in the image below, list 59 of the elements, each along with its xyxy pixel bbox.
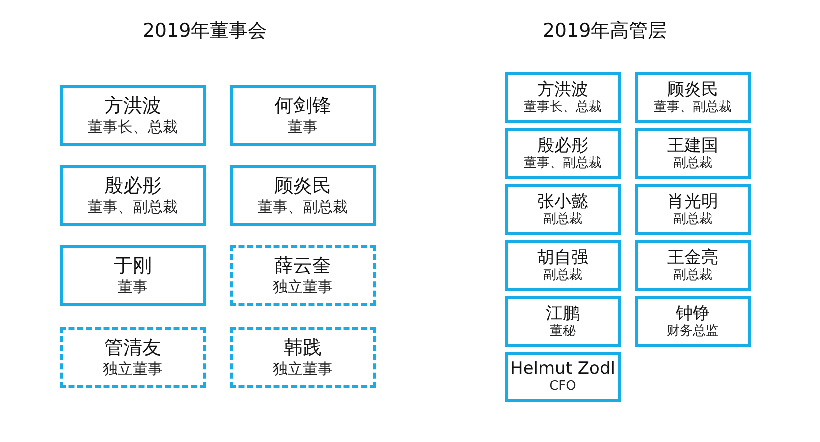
person-name: 方洪波 (104, 95, 162, 118)
job-title: 董事长、总裁 (88, 118, 178, 136)
job-title: 董事、副总裁 (88, 198, 178, 216)
job-title: 董事 (118, 278, 148, 296)
person-box (505, 296, 621, 347)
job-title: 独立董事 (273, 360, 333, 378)
person-box (505, 72, 621, 123)
job-title: 独立董事 (103, 360, 163, 378)
person-name: 江鹏 (546, 304, 580, 324)
job-title: 董事长、总裁 (524, 100, 602, 116)
person-box (505, 184, 621, 235)
person-name: 薛云奎 (274, 255, 332, 278)
person-box (505, 352, 621, 402)
job-title: 副总裁 (544, 268, 582, 284)
person-name: 韩践 (284, 337, 322, 360)
person-box (505, 128, 621, 179)
person-name: 方洪波 (538, 80, 588, 100)
person-name: 胡自强 (538, 248, 588, 268)
job-title: 董事、副总裁 (258, 198, 348, 216)
person-name: 于刚 (114, 255, 152, 278)
person-box (635, 184, 751, 235)
job-title: 副总裁 (674, 268, 712, 284)
job-title: 副总裁 (544, 212, 582, 228)
person-box (635, 72, 751, 123)
person-name: 王建国 (668, 136, 718, 156)
person-box (635, 128, 751, 179)
person-box (60, 165, 206, 226)
person-box (230, 85, 376, 146)
person-name: 管清友 (104, 337, 162, 360)
job-title: CFO (550, 379, 576, 395)
job-title: 董秘 (550, 324, 576, 340)
person-name: 张小懿 (538, 192, 588, 212)
person-box (60, 85, 206, 146)
person-name: 肖光明 (668, 192, 718, 212)
person-name: Helmut Zodl (510, 359, 616, 380)
person-box (60, 245, 206, 306)
section-title: 2019年高管层 (542, 19, 668, 44)
section-title: 2019年董事会 (142, 19, 268, 44)
person-box (230, 165, 376, 226)
job-title: 独立董事 (273, 278, 333, 296)
person-box (230, 245, 376, 306)
person-name: 顾炎民 (668, 80, 718, 100)
person-name: 殷必彤 (104, 175, 162, 198)
job-title: 董事、副总裁 (654, 100, 732, 116)
person-name: 顾炎民 (274, 175, 332, 198)
job-title: 董事、副总裁 (524, 156, 602, 172)
person-name: 钟铮 (676, 304, 710, 324)
job-title: 董事 (288, 118, 318, 136)
person-box (635, 296, 751, 347)
job-title: 财务总监 (667, 324, 719, 340)
job-title: 副总裁 (674, 156, 712, 172)
person-box (505, 240, 621, 291)
person-box (230, 327, 376, 388)
person-name: 王金亮 (668, 248, 718, 268)
person-name: 殷必彤 (538, 136, 588, 156)
job-title: 副总裁 (674, 212, 712, 228)
person-name: 何剑锋 (274, 95, 332, 118)
person-box (635, 240, 751, 291)
person-box (60, 327, 206, 388)
